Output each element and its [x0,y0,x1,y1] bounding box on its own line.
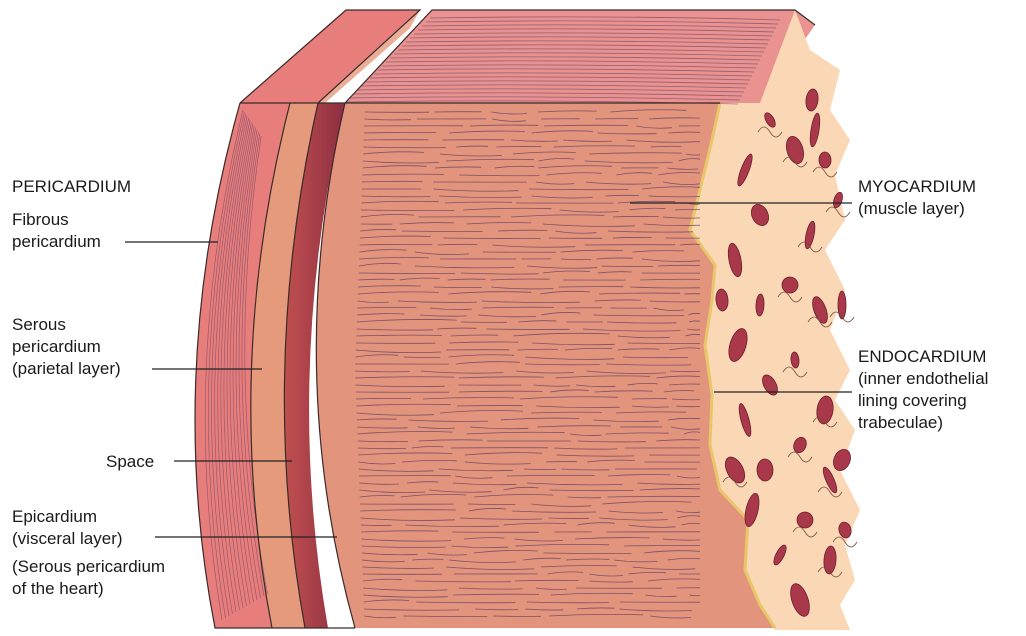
fibrous-pericardium-label: Fibrous pericardium [12,209,101,253]
trabecula-spot [819,152,832,168]
trabecula-spot [838,291,846,319]
serous-pericardium-label: Serous pericardium (parietal layer) [12,314,121,380]
endocardium-label: ENDOCARDIUM (inner endothelial lining co… [858,346,988,434]
epicardium-label: Epicardium (visceral layer) (Serous peri… [12,506,165,600]
space-label: Space [106,451,154,473]
trabecula-spot [757,459,773,481]
pericardium-heading: PERICARDIUM [12,176,131,198]
myocardium-label: MYOCARDIUM (muscle layer) [858,176,976,220]
